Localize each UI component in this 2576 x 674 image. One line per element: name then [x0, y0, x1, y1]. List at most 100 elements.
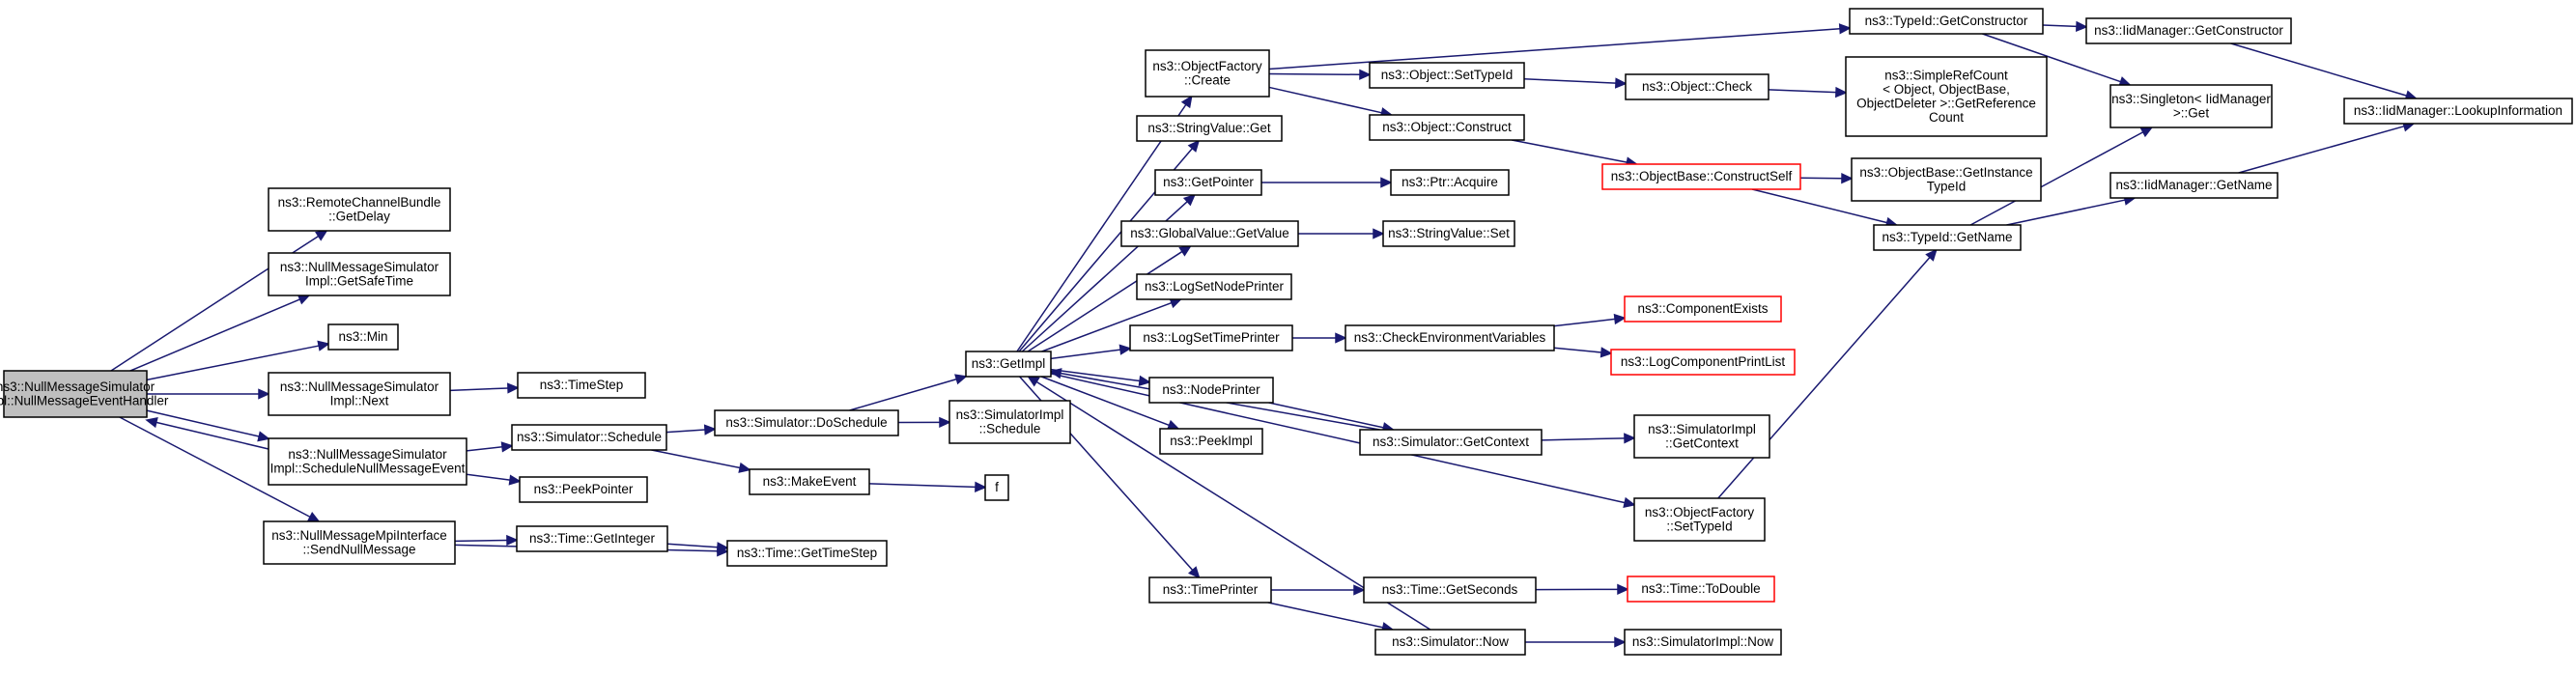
edge-obconstructself-to-tidgetname	[1751, 188, 1887, 224]
node-simnow[interactable]: ns3::Simulator::Now	[1374, 629, 1526, 656]
node-iidgetctor[interactable]: ns3::IidManager::GetConstructor	[2085, 17, 2292, 44]
node-box-implgetcontext	[1633, 414, 1770, 459]
node-obconstructself[interactable]: ns3::ObjectBase::ConstructSelf	[1601, 163, 1801, 190]
node-settypeid[interactable]: ns3::Object::SetTypeId	[1369, 62, 1525, 89]
node-tidgetname[interactable]: ns3::TypeId::GetName	[1873, 224, 2022, 251]
node-min[interactable]: ns3::Min	[327, 323, 399, 351]
node-gvgetvalue[interactable]: ns3::GlobalValue::GetValue	[1120, 220, 1299, 247]
edge-tidgetname-to-iidgetname	[2006, 199, 2126, 226]
node-peekpointer[interactable]: ns3::PeekPointer	[519, 476, 648, 503]
node-f[interactable]: f	[984, 474, 1009, 501]
node-ofsettypeid[interactable]: ns3::ObjectFactory::SetTypeId	[1633, 497, 1766, 542]
arrowhead-ofcreate-to-tidgetctor	[1838, 23, 1852, 35]
node-label-min: ns3::Min	[338, 329, 387, 344]
edge-simschedule-to-doschedule	[665, 429, 706, 434]
node-schednull[interactable]: ns3::NullMessageSimulatorImpl::ScheduleN…	[268, 437, 467, 486]
node-makeevent[interactable]: ns3::MakeEvent	[749, 468, 870, 495]
node-label-tidgetname: ns3::TypeId::GetName	[1882, 230, 2012, 244]
node-tidgetctor[interactable]: ns3::TypeId::GetConstructor	[1849, 8, 2044, 35]
node-label-next: Impl::Next	[330, 393, 389, 407]
node-doschedule[interactable]: ns3::Simulator::DoSchedule	[714, 409, 899, 436]
node-box-iidgetname	[2109, 172, 2279, 199]
node-iidgetname[interactable]: ns3::IidManager::GetName	[2109, 172, 2279, 199]
node-implschedule[interactable]: ns3::SimulatorImpl::Schedule	[948, 400, 1071, 444]
node-box-simschedule	[511, 424, 667, 451]
node-simschedule[interactable]: ns3::Simulator::Schedule	[511, 424, 667, 451]
arrowhead-schednull-to-root	[145, 417, 158, 429]
edge-ofcreate-to-tidgetctor	[1268, 28, 1841, 70]
node-construct[interactable]: ns3::Object::Construct	[1369, 114, 1525, 141]
node-getimpl[interactable]: ns3::GetImpl	[965, 351, 1052, 378]
node-logcompprint[interactable]: ns3::LogComponentPrintList	[1610, 349, 1796, 376]
arrowhead-simgetcontext-to-implgetcontext	[1624, 433, 1636, 444]
node-box-simgetcontext	[1359, 429, 1543, 456]
arrowhead-root-to-sendnull	[306, 511, 321, 522]
node-lognode[interactable]: ns3::LogSetNodePrinter	[1136, 273, 1292, 300]
node-label-next: ns3::NullMessageSimulator	[280, 379, 439, 394]
edge-tidgetname-to-singletonget	[1969, 131, 2144, 226]
arrowhead-root-to-getdelay	[315, 230, 328, 241]
node-lookupinfo[interactable]: ns3::IidManager::LookupInformation	[2343, 98, 2573, 125]
node-label-implgetcontext: ::GetContext	[1665, 435, 1739, 450]
node-box-logtime	[1129, 324, 1293, 351]
node-box-getdelay	[268, 187, 451, 232]
node-box-timeprinter	[1148, 576, 1272, 604]
node-strset[interactable]: ns3::StringValue::Set	[1382, 220, 1515, 247]
edge-getimpl-to-logtime	[1050, 349, 1121, 360]
edge-root-to-min	[146, 345, 320, 381]
edge-iidgetname-to-lookupinfo	[2238, 125, 2405, 174]
node-simplerefcount[interactable]: ns3::SimpleRefCount< Object, ObjectBase,…	[1845, 56, 2048, 137]
edge-tidgetctor-to-singletonget	[1982, 33, 2121, 83]
node-checkenv[interactable]: ns3::CheckEnvironmentVariables	[1345, 324, 1555, 351]
node-label-simplerefcount: < Object, ObjectBase,	[1882, 82, 2010, 97]
arrowhead-getimpl-to-ofcreate	[1180, 95, 1193, 109]
node-getdelay[interactable]: ns3::RemoteChannelBundle::GetDelay	[268, 187, 451, 232]
node-box-gettimestep	[726, 540, 888, 567]
node-box-ofcreate	[1145, 49, 1270, 98]
edge-doschedule-to-getimpl	[849, 378, 957, 411]
node-sendnull[interactable]: ns3::NullMessageMpiInterface::SendNullMe…	[263, 520, 456, 565]
node-strget[interactable]: ns3::StringValue::Get	[1136, 115, 1283, 142]
node-getinteger[interactable]: ns3::Time::GetInteger	[516, 525, 668, 552]
node-simgetcontext[interactable]: ns3::Simulator::GetContext	[1359, 429, 1543, 456]
node-timestep[interactable]: ns3::TimeStep	[517, 372, 646, 399]
node-ptracquire[interactable]: ns3::Ptr::Acquire	[1390, 169, 1510, 196]
edge-makeevent-to-f	[868, 483, 977, 489]
arrowhead-sendnull-to-getinteger	[506, 534, 519, 547]
arrowhead-settypeid-to-objcheck	[1614, 77, 1628, 89]
arrowhead-getimpl-to-timeprinter	[1188, 566, 1201, 579]
node-box-ptracquire	[1390, 169, 1510, 196]
node-box-gvgetvalue	[1120, 220, 1299, 247]
node-logtime[interactable]: ns3::LogSetTimePrinter	[1129, 324, 1293, 351]
node-box-getseconds	[1363, 576, 1537, 604]
node-getseconds[interactable]: ns3::Time::GetSeconds	[1363, 576, 1537, 604]
edge-root-to-schednull	[146, 409, 260, 437]
node-root[interactable]: ns3::NullMessageSimulatorImpl::NullMessa…	[0, 370, 169, 418]
node-box-tidgetname	[1873, 224, 2022, 251]
node-singletonget[interactable]: ns3::Singleton< IidManager>::Get	[2109, 84, 2273, 128]
node-box-strset	[1382, 220, 1515, 247]
node-label-objcheck: ns3::Object::Check	[1642, 79, 1752, 94]
node-label-simplerefcount: ObjectDeleter >::GetReference	[1856, 96, 2036, 110]
node-nodeprinter[interactable]: ns3::NodePrinter	[1148, 377, 1274, 404]
edge-checkenv-to-logcompprint	[1553, 347, 1602, 353]
node-timeprinter[interactable]: ns3::TimePrinter	[1148, 576, 1272, 604]
node-label-implschedule: ns3::SimulatorImpl	[956, 407, 1064, 422]
node-getpointer[interactable]: ns3::GetPointer	[1154, 169, 1262, 196]
node-label-strset: ns3::StringValue::Set	[1388, 226, 1510, 240]
node-compexists[interactable]: ns3::ComponentExists	[1624, 295, 1782, 323]
node-peekimpl[interactable]: ns3::PeekImpl	[1159, 428, 1263, 455]
node-implgetcontext[interactable]: ns3::SimulatorImpl::GetContext	[1633, 414, 1770, 459]
node-box-makeevent	[749, 468, 870, 495]
node-getsafetime[interactable]: ns3::NullMessageSimulatorImpl::GetSafeTi…	[268, 252, 451, 296]
node-box-schednull	[268, 437, 467, 486]
node-implnow[interactable]: ns3::SimulatorImpl::Now	[1624, 629, 1782, 656]
node-todouble[interactable]: ns3::Time::ToDouble	[1627, 576, 1775, 603]
node-ofcreate[interactable]: ns3::ObjectFactory::Create	[1145, 49, 1270, 98]
node-objcheck[interactable]: ns3::Object::Check	[1625, 73, 1769, 100]
edge-objcheck-to-simplerefcount	[1768, 89, 1837, 94]
node-gettimestep[interactable]: ns3::Time::GetTimeStep	[726, 540, 888, 567]
node-label-ofcreate: ns3::ObjectFactory	[1152, 59, 1262, 73]
